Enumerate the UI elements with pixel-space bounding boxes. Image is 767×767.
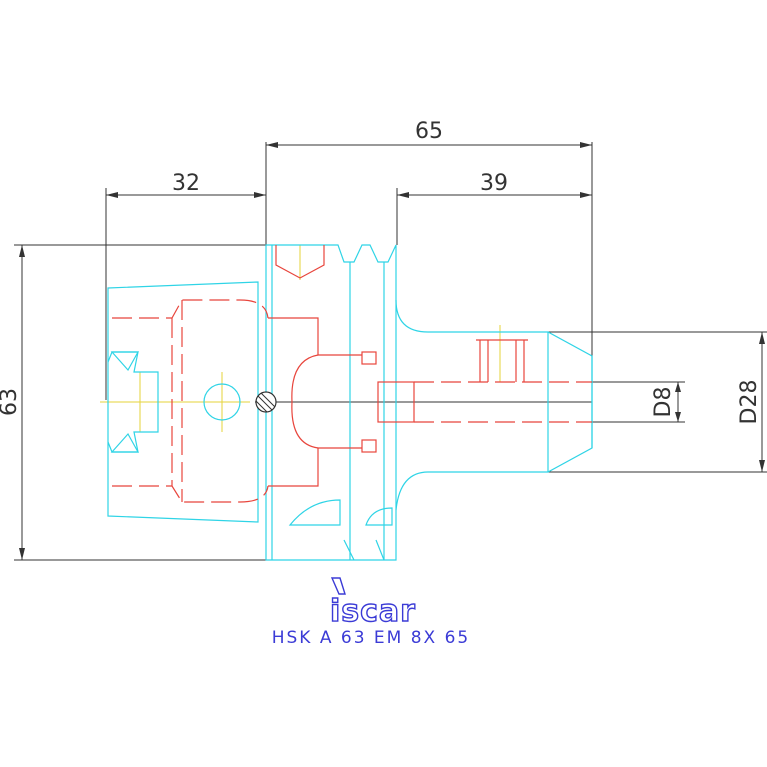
hidden-lines [112,245,592,503]
dim-39-label: 39 [480,171,508,196]
dim-63-label: 63 [0,388,22,416]
tool-caption: HSK A 63 EM 8X 65 [272,628,471,648]
dim-65-label: 65 [415,119,443,144]
dim-32-label: 32 [172,171,200,196]
iscar-logo: iscar [329,577,416,630]
reference-circle [255,391,277,413]
dim-d28-label: D28 [737,380,762,425]
dim-d8-label: D8 [651,387,676,418]
dimension-lines [14,142,767,561]
logo-text: iscar [330,594,416,629]
